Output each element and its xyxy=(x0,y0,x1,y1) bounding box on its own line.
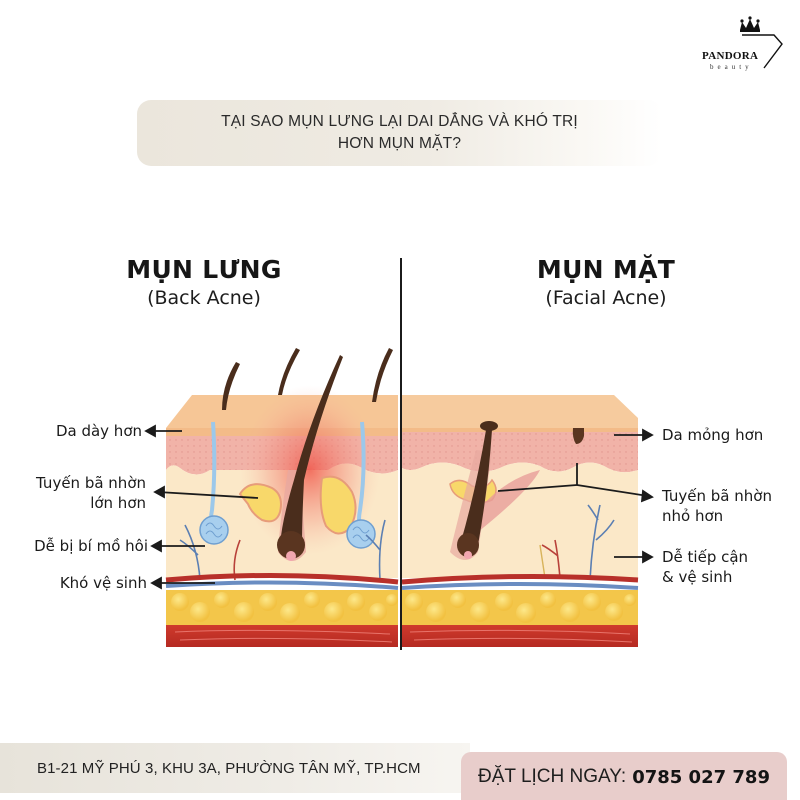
label-larger-sebaceous-gland: Tuyến bã nhờn lớn hơn xyxy=(4,473,146,513)
brand-subtitle: beauty xyxy=(710,63,753,71)
label-easy-access-clean: Dễ tiếp cận & vệ sinh xyxy=(662,547,800,587)
crown-diamond-icon xyxy=(740,16,783,69)
label-line: lớn hơn xyxy=(90,494,146,512)
label-thinner-skin: Da mỏng hơn xyxy=(662,426,764,444)
label-line: Dễ tiếp cận xyxy=(662,548,749,566)
label-line: Tuyến bã nhờn xyxy=(36,474,146,492)
label-sweat-clogging: Dễ bị bí mồ hôi xyxy=(34,537,148,555)
label-thicker-skin: Da dày hơn xyxy=(55,422,142,440)
label-hard-to-clean: Khó vệ sinh xyxy=(59,574,147,592)
book-now-cta[interactable]: ĐẶT LỊCH NGAY: 0785 027 789 xyxy=(461,752,787,800)
facial-acne-title: MỤN MẶT xyxy=(536,255,676,284)
cta-phone-number[interactable]: 0785 027 789 xyxy=(632,766,770,788)
footer-address-bar: B1-21 MỸ PHÚ 3, KHU 3A, PHƯỜNG TÂN MỸ, T… xyxy=(0,743,470,793)
right-pointer-arrows xyxy=(497,428,654,564)
skin-cross-section-diagram xyxy=(144,348,654,647)
left-pointer-arrows xyxy=(144,424,259,590)
page-title-line-1: TẠI SAO MỤN LƯNG LẠI DAI DẲNG VÀ KHÓ TRỊ xyxy=(221,113,578,130)
title-banner: TẠI SAO MỤN LƯNG LẠI DAI DẲNG VÀ KHÓ TRỊ… xyxy=(137,100,662,166)
address-text: B1-21 MỸ PHÚ 3, KHU 3A, PHƯỜNG TÂN MỸ, T… xyxy=(37,759,421,777)
label-line: nhỏ hơn xyxy=(662,507,724,525)
cta-label: ĐẶT LỊCH NGAY: xyxy=(478,766,627,787)
back-skin-block xyxy=(165,348,399,647)
back-acne-header: MỤN LƯNG (Back Acne) xyxy=(104,255,304,311)
brand-logo: PANDORA beauty xyxy=(700,16,790,74)
facial-acne-header: MỤN MẶT (Facial Acne) xyxy=(506,255,706,311)
back-acne-title: MỤN LƯNG xyxy=(126,255,282,284)
label-line: Tuyến bã nhờn xyxy=(662,487,772,505)
back-acne-subtitle: (Back Acne) xyxy=(147,287,261,309)
page-title-line-2: HƠN MỤN MẶT? xyxy=(337,135,462,152)
label-line: & vệ sinh xyxy=(662,568,733,586)
column-divider xyxy=(400,258,402,650)
facial-acne-subtitle: (Facial Acne) xyxy=(545,287,667,309)
face-skin-block xyxy=(401,395,639,647)
brand-name: PANDORA xyxy=(702,50,759,62)
label-smaller-sebaceous-gland: Tuyến bã nhờn nhỏ hơn xyxy=(662,486,800,526)
